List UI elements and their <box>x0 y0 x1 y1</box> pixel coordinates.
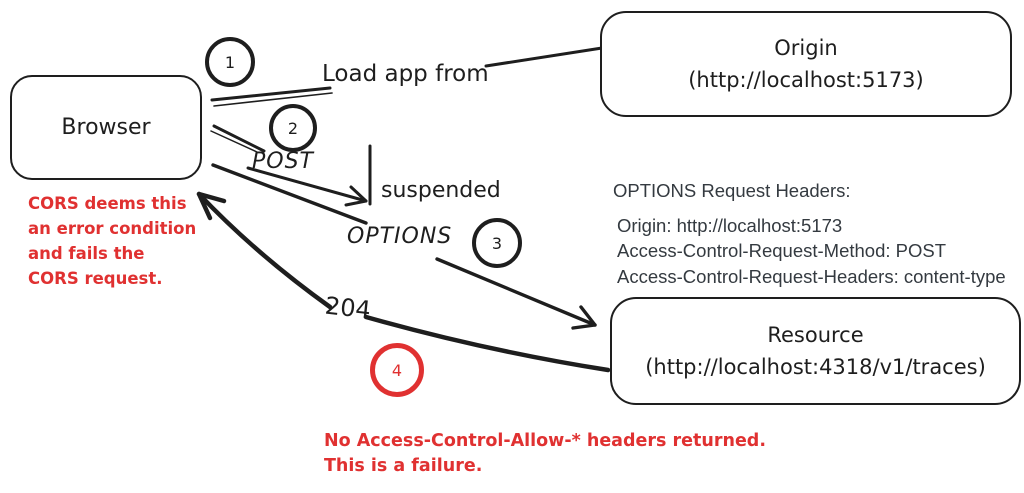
node-browser: Browser <box>10 75 202 180</box>
request-headers-title: OPTIONS Request Headers: <box>613 180 851 201</box>
edge-post-line-sketch <box>210 130 258 153</box>
edge-label-suspended: suspended <box>381 178 501 203</box>
edge-label-options: OPTIONS <box>347 224 453 249</box>
edge-post-line <box>212 124 266 153</box>
edge-204-arrowhead <box>196 191 227 221</box>
edge-post-arrowhead <box>344 185 368 207</box>
node-origin-title: Origin <box>774 36 838 60</box>
edge-load-app-to-origin-line <box>484 46 604 68</box>
edge-204-curve-lower <box>363 314 611 373</box>
node-resource: Resource (http://localhost:4318/v1/trace… <box>610 297 1021 405</box>
node-resource-title: Resource <box>767 323 864 347</box>
step-circle-4: 4 <box>370 343 424 397</box>
cors-error-note-line3: and fails the <box>28 244 145 263</box>
step-circle-2: 2 <box>269 104 317 152</box>
request-header-origin: Origin: http://localhost:5173 <box>617 215 843 236</box>
edge-post-arrow <box>246 166 368 203</box>
node-browser-label: Browser <box>61 115 151 140</box>
edge-label-load-app: Load app from <box>322 61 489 87</box>
node-origin-url: (http://localhost:5173) <box>688 68 924 92</box>
failure-note-line1: No Access-Control-Allow-* headers return… <box>324 431 766 451</box>
edge-options-arrowhead <box>571 305 597 330</box>
edge-label-204: 204 <box>323 291 373 325</box>
edge-load-app-line <box>210 86 332 102</box>
request-header-acr-method: Access-Control-Request-Method: POST <box>617 240 947 262</box>
cors-error-note-line4: CORS request. <box>28 269 163 288</box>
failure-note: No Access-Control-Allow-* headers return… <box>324 429 766 478</box>
request-headers-lines: Origin: http://localhost:5173 Access-Con… <box>613 213 1006 289</box>
step-number-4: 4 <box>391 360 403 380</box>
cors-error-note: CORS deems this an error condition and f… <box>28 191 196 291</box>
edge-options-line <box>211 163 368 225</box>
step-circle-1: 1 <box>205 37 255 87</box>
cors-error-note-line2: an error condition <box>28 219 197 238</box>
edge-label-post: POST <box>252 149 314 174</box>
step-circle-3: 3 <box>472 218 522 268</box>
edge-204-curve-upper <box>196 191 333 310</box>
failure-note-line2: This is a failure. <box>324 455 483 476</box>
step-number-1: 1 <box>224 52 236 72</box>
request-headers-panel: OPTIONS Request Headers: Origin: http://… <box>613 180 1006 289</box>
request-header-acr-headers: Access-Control-Request-Headers: content-… <box>617 265 1006 287</box>
node-resource-url: (http://localhost:4318/v1/traces) <box>645 355 986 379</box>
edge-options-arrow <box>435 257 597 327</box>
cors-error-note-line1: CORS deems this <box>28 194 187 213</box>
node-origin: Origin (http://localhost:5173) <box>600 11 1012 117</box>
edge-load-app-line-sketch <box>213 92 333 107</box>
step-number-2: 2 <box>287 118 299 138</box>
step-number-3: 3 <box>491 233 503 253</box>
